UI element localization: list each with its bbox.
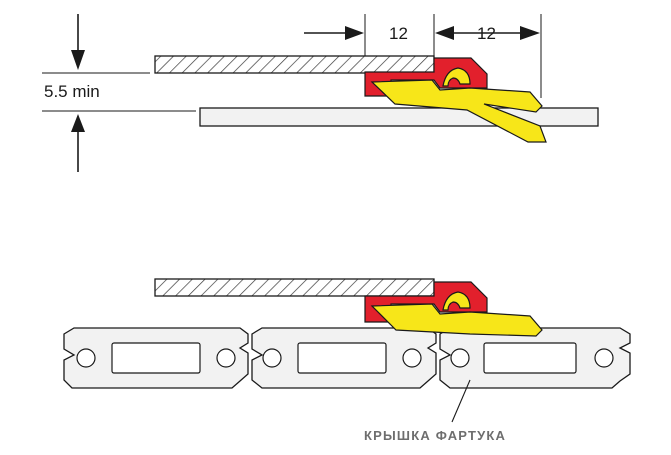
height-dim-arrowhead-up (71, 114, 85, 132)
height-dimension: 5.5 min (42, 14, 196, 172)
dim-right-arrowhead-right (520, 26, 540, 40)
connector-slot (216, 348, 236, 368)
hollow-chamber (297, 342, 387, 374)
hollow-chamber (483, 342, 577, 374)
top-assembly: 5.5 min 12 12 (42, 14, 599, 172)
dim-right-arrowhead-left (435, 26, 454, 40)
hollow-chamber (111, 342, 201, 374)
connector-slot (594, 348, 614, 368)
dim-right-label: 12 (477, 24, 496, 43)
width-dimensions: 12 12 (304, 14, 542, 98)
dim-left-arrowhead (345, 26, 364, 40)
caption-label: КРЫШКА ФАРТУКА (364, 428, 506, 443)
hatched-lid-board (154, 55, 435, 74)
yellow-clip-bottom (370, 291, 543, 337)
connector-slot (450, 348, 470, 368)
height-dim-arrowhead-down (71, 50, 85, 70)
connector-slot (76, 348, 96, 368)
hatched-lid-board-bottom (154, 278, 435, 297)
base-strip (199, 107, 599, 127)
height-dim-label: 5.5 min (44, 82, 100, 101)
connector-slot (262, 348, 282, 368)
dim-left-label: 12 (389, 24, 408, 43)
yellow-clip (370, 67, 547, 143)
decking-profiles (63, 327, 631, 389)
connector-slot (402, 348, 422, 368)
bottom-assembly: КРЫШКА ФАРТУКА (63, 278, 631, 443)
caption-leader-line (451, 379, 471, 423)
